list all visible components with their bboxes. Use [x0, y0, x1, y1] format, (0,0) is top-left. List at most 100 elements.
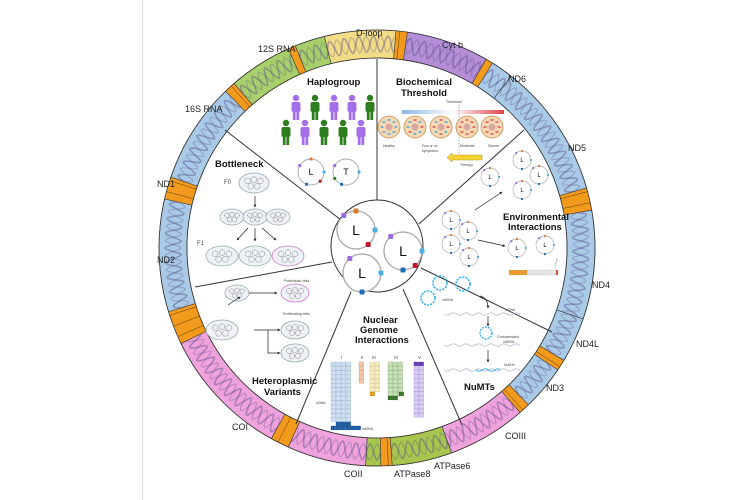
complex-i-mtdna-subunit — [340, 421, 346, 427]
biochemical-title-line1: Biochemical — [396, 77, 452, 88]
person-icon — [365, 94, 375, 120]
helix-coiii — [448, 401, 515, 448]
complex-v-subunit — [413, 395, 419, 401]
complex-i-mtdna-subunit — [330, 425, 336, 431]
complex-v-subunit — [413, 370, 419, 375]
variant-marker — [298, 164, 302, 167]
gene-label-nd5: ND5 — [568, 143, 586, 153]
gene-labels: D-loop Cyt b ND6 ND5 ND4 ND4L ND3 COIII … — [157, 28, 610, 479]
circle-label: L — [520, 188, 524, 194]
variant-marker — [353, 208, 359, 214]
complex-iii-subunit — [369, 374, 375, 379]
proliferating-cell — [280, 343, 310, 363]
complex-v-subunit — [418, 387, 424, 392]
circle-label: L — [467, 255, 471, 261]
section-dividers — [194, 59, 553, 426]
cell-ellipse — [205, 319, 239, 341]
ndna-strand-concat — [443, 343, 521, 347]
environmental-title-line2: Interactions — [508, 222, 562, 233]
cell-icon — [377, 115, 401, 139]
complex-iii-subunit — [369, 370, 375, 375]
variant-marker — [459, 243, 461, 245]
variant-marker — [333, 177, 337, 180]
complex-iv-mtdna-subunit — [398, 391, 404, 397]
variant-marker — [309, 157, 313, 161]
complex-iv-subunit — [397, 383, 403, 388]
variant-marker — [468, 247, 470, 249]
nuclear-genome-section: Nuclear Genome Interactions I II III IV … — [316, 315, 424, 431]
complex-i-subunit — [335, 404, 341, 410]
complex-v-subunit — [418, 404, 424, 409]
complex-i-subunit — [340, 413, 346, 418]
gene-label-atpase8: ATPase8 — [394, 469, 430, 479]
mtdna-circle: L — [383, 231, 425, 273]
circle-label: L — [358, 265, 366, 281]
complex-i-subunit — [335, 391, 341, 397]
complex-i-subunit — [345, 361, 351, 367]
cell-label-moderate: Moderate — [460, 144, 475, 148]
complex-i-subunit — [345, 404, 351, 410]
complex-iv-subunit — [392, 361, 398, 367]
complex-v-subunit — [418, 383, 424, 388]
complex-i-subunit — [330, 379, 336, 384]
complex-i-subunit — [330, 383, 336, 388]
threshold-label: Threshold — [446, 100, 462, 104]
gene-ring — [158, 29, 596, 467]
intermediate-cell — [242, 208, 268, 226]
cell-label-few-symptoms: Few or no — [422, 144, 438, 148]
complex-i-subunit — [340, 370, 346, 375]
variant-marker — [516, 256, 518, 258]
variant-marker — [467, 239, 469, 241]
complex-i-mtdna-subunit — [335, 421, 341, 427]
complex-label-i: I — [341, 355, 342, 360]
person-icon — [338, 119, 348, 145]
complex-i-subunit — [340, 379, 346, 384]
complex-iv-subunit — [397, 370, 403, 375]
variant-marker — [525, 247, 527, 249]
complex-i-subunit — [330, 413, 336, 418]
complex-v-subunit — [418, 395, 424, 401]
threshold-gradient-bar — [402, 110, 504, 114]
mtdna-circle: L — [535, 235, 555, 255]
f0-cell — [238, 172, 270, 194]
complex-iv-subunit — [392, 383, 398, 388]
environmental-title-line1: Environmental — [503, 212, 569, 223]
variant-marker — [444, 212, 447, 215]
circle-label: L — [488, 175, 492, 181]
complex-i-subunit — [330, 361, 336, 367]
complex-v-subunit — [413, 413, 419, 418]
complex-v-subunit — [413, 365, 419, 371]
complex-i-mtdna-subunit — [350, 425, 356, 431]
complex-v-subunit — [418, 400, 424, 405]
variant-marker — [510, 240, 513, 243]
variant-marker — [483, 169, 486, 172]
complex-i-subunit — [335, 379, 341, 384]
complex-i-subunit — [330, 374, 336, 379]
complex-iv-subunit — [392, 379, 398, 384]
complex-iii-subunit — [374, 379, 380, 384]
complex-v-subunit — [418, 378, 424, 383]
complex-i-subunit — [345, 396, 351, 401]
circle-label: L — [466, 229, 470, 235]
variant-marker — [333, 164, 337, 167]
variant-marker — [378, 270, 384, 276]
complex-label-ii: II — [361, 355, 364, 360]
numts-section: mtDNA nDNA Concatenated mtDNA NuMTs NuMT… — [420, 275, 521, 393]
circle-label: L — [308, 167, 313, 177]
complex-i-subunit — [345, 366, 351, 371]
heteroplasmic-title-line1: Heteroplasmic — [252, 376, 317, 387]
complex-v-subunit — [413, 400, 419, 405]
helix-cyt-b — [404, 37, 482, 75]
mtdna-circle: L — [342, 253, 384, 295]
helix-atpase6 — [390, 434, 448, 460]
complex-v-subunit — [413, 404, 419, 409]
complex-iv-subunit — [387, 383, 393, 388]
mtdna-circle: L — [441, 234, 461, 254]
f1-cell — [205, 245, 239, 267]
gene-label-coi: COI — [232, 422, 248, 432]
complex-v-subunit — [418, 408, 424, 414]
mtdna-ring-icon — [455, 276, 471, 292]
complex-v-subunit — [413, 391, 419, 396]
